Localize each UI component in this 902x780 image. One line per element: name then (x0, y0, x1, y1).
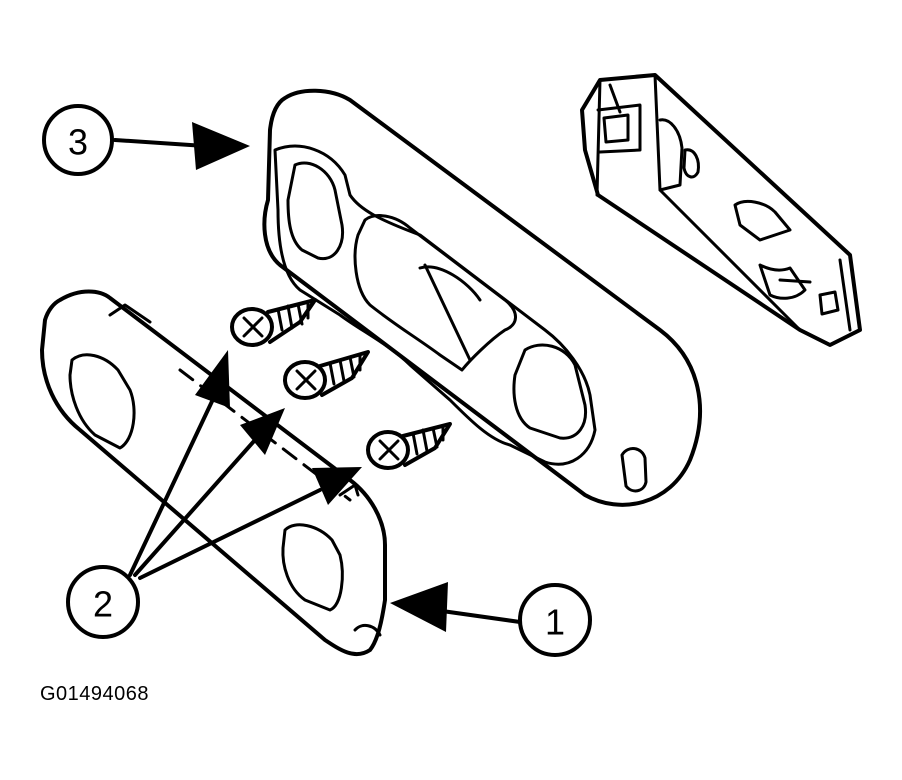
part-2-screw-bottom (366, 422, 452, 470)
arrow-1 (390, 582, 522, 632)
arrow-3 (113, 122, 250, 170)
part-2-screw-middle (283, 350, 370, 400)
callout-3: 3 (42, 104, 114, 176)
mounting-bracket (580, 73, 862, 347)
callout-2-label: 2 (93, 584, 113, 625)
part-3-grab-handle (262, 88, 702, 507)
callout-2: 2 (66, 565, 140, 639)
callout-1: 1 (518, 583, 592, 657)
callout-3-label: 3 (68, 122, 88, 163)
arrows-2 (128, 350, 362, 580)
figure-id: G01494068 (40, 683, 150, 705)
part-2-screw-top (230, 298, 317, 347)
callout-1-label: 1 (545, 602, 565, 643)
